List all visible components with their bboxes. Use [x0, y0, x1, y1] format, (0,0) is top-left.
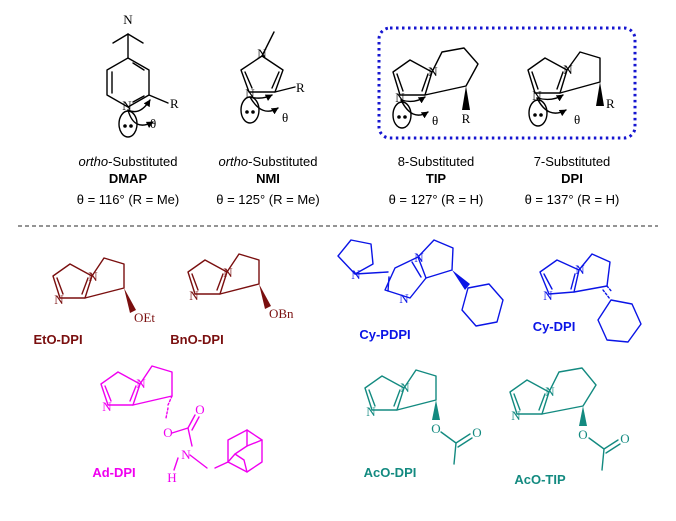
structure-tip: N N R θ: [392, 47, 479, 129]
angle-value: θ = 127° (R = H): [389, 192, 484, 207]
caption-dpi: 7-Substituted DPI θ = 137° (R = H): [525, 154, 620, 207]
angle-value: θ = 125° (R = Me): [216, 192, 319, 207]
structure-ad-dpi: N N O O N H Ad-DPI: [92, 365, 263, 485]
atom-n: N: [532, 88, 542, 103]
atom-n: N: [399, 291, 409, 306]
atom-n: N: [351, 267, 361, 282]
atom-n: N: [543, 288, 553, 303]
atom-o: O: [472, 425, 481, 440]
structure-eto-dpi: N N OEt EtO-DPI: [33, 257, 155, 347]
angle-theta: θ: [282, 110, 288, 125]
atom-n: N: [122, 98, 132, 113]
atom-n: N: [395, 90, 405, 105]
atom-n: N: [223, 265, 233, 280]
atom-o: O: [431, 421, 440, 436]
atom-o: O: [620, 431, 629, 446]
atom-n: N: [136, 376, 146, 391]
atom-o: O: [578, 427, 587, 442]
atom-o: O: [163, 425, 172, 440]
angle-value: θ = 137° (R = H): [525, 192, 620, 207]
label-eto-dpi: EtO-DPI: [33, 332, 82, 347]
structure-bno-dpi: N N OBn BnO-DPI: [170, 253, 294, 347]
catalyst-name: TIP: [426, 171, 447, 186]
atom-n: N: [575, 262, 585, 277]
caption-dmap: ortho-Substituted DMAP θ = 116° (R = Me): [77, 154, 180, 207]
caption-tip: 8-Substituted TIP θ = 127° (R = H): [389, 154, 484, 207]
svg-text:ortho-Substituted: ortho-Substituted: [218, 154, 317, 169]
caption-prefix: ortho: [78, 154, 108, 169]
label-cy-dpi: Cy-DPI: [533, 319, 576, 334]
structure-dpi: N N R θ: [527, 51, 615, 127]
angle-theta: θ: [150, 116, 156, 131]
atom-n: N: [400, 380, 410, 395]
atom-n: N: [545, 384, 555, 399]
structure-cy-pdpi: N N N Cy-PDPI: [337, 239, 504, 342]
atom-n: N: [102, 399, 112, 414]
substituent-obn: OBn: [269, 306, 294, 321]
atom-n: N: [123, 12, 133, 27]
svg-text:ortho-Substituted: ortho-Substituted: [78, 154, 177, 169]
atom-n: N: [414, 250, 424, 265]
label-aco-tip: AcO-TIP: [514, 472, 566, 487]
highlight-box: [377, 26, 637, 140]
atom-r: R: [606, 96, 615, 111]
atom-n: N: [366, 404, 376, 419]
atom-n: N: [511, 408, 521, 423]
angle-theta: θ: [574, 112, 580, 127]
atom-n: N: [563, 62, 573, 77]
atom-n: N: [257, 46, 267, 61]
angle-theta: θ: [432, 113, 438, 128]
label-cy-pdpi: Cy-PDPI: [359, 327, 410, 342]
atom-n: N: [88, 269, 98, 284]
structure-aco-dpi: N N O O AcO-DPI: [364, 369, 482, 480]
atom-n: N: [428, 64, 438, 79]
caption-text: 7-Substituted: [534, 154, 611, 169]
atom-n: N: [54, 292, 64, 307]
structure-aco-tip: N N O O AcO-TIP: [509, 367, 630, 487]
structure-nmi: N N R θ: [240, 31, 305, 125]
caption-nmi: ortho-Substituted NMI θ = 125° (R = Me): [216, 154, 319, 207]
catalyst-name: DMAP: [109, 171, 148, 186]
label-bno-dpi: BnO-DPI: [170, 332, 223, 347]
caption-text: -Substituted: [248, 154, 317, 169]
structure-cy-dpi: N N Cy-DPI: [533, 253, 642, 343]
atom-r: R: [462, 111, 471, 126]
catalyst-name: DPI: [561, 171, 583, 186]
angle-value: θ = 116° (R = Me): [77, 192, 180, 207]
atom-n: N: [181, 447, 191, 462]
atom-o: O: [195, 402, 204, 417]
label-aco-dpi: AcO-DPI: [364, 465, 417, 480]
caption-text: 8-Substituted: [398, 154, 475, 169]
substituent-oet: OEt: [134, 310, 155, 325]
atom-r: R: [296, 80, 305, 95]
structure-dmap: N N R θ: [106, 12, 179, 138]
atom-h: H: [167, 470, 176, 485]
caption-prefix: ortho: [218, 154, 248, 169]
catalyst-name: NMI: [256, 171, 280, 186]
caption-text: -Substituted: [108, 154, 177, 169]
atom-r: R: [170, 96, 179, 111]
label-ad-dpi: Ad-DPI: [92, 465, 135, 480]
atom-n: N: [189, 288, 199, 303]
atom-n: N: [245, 86, 255, 101]
